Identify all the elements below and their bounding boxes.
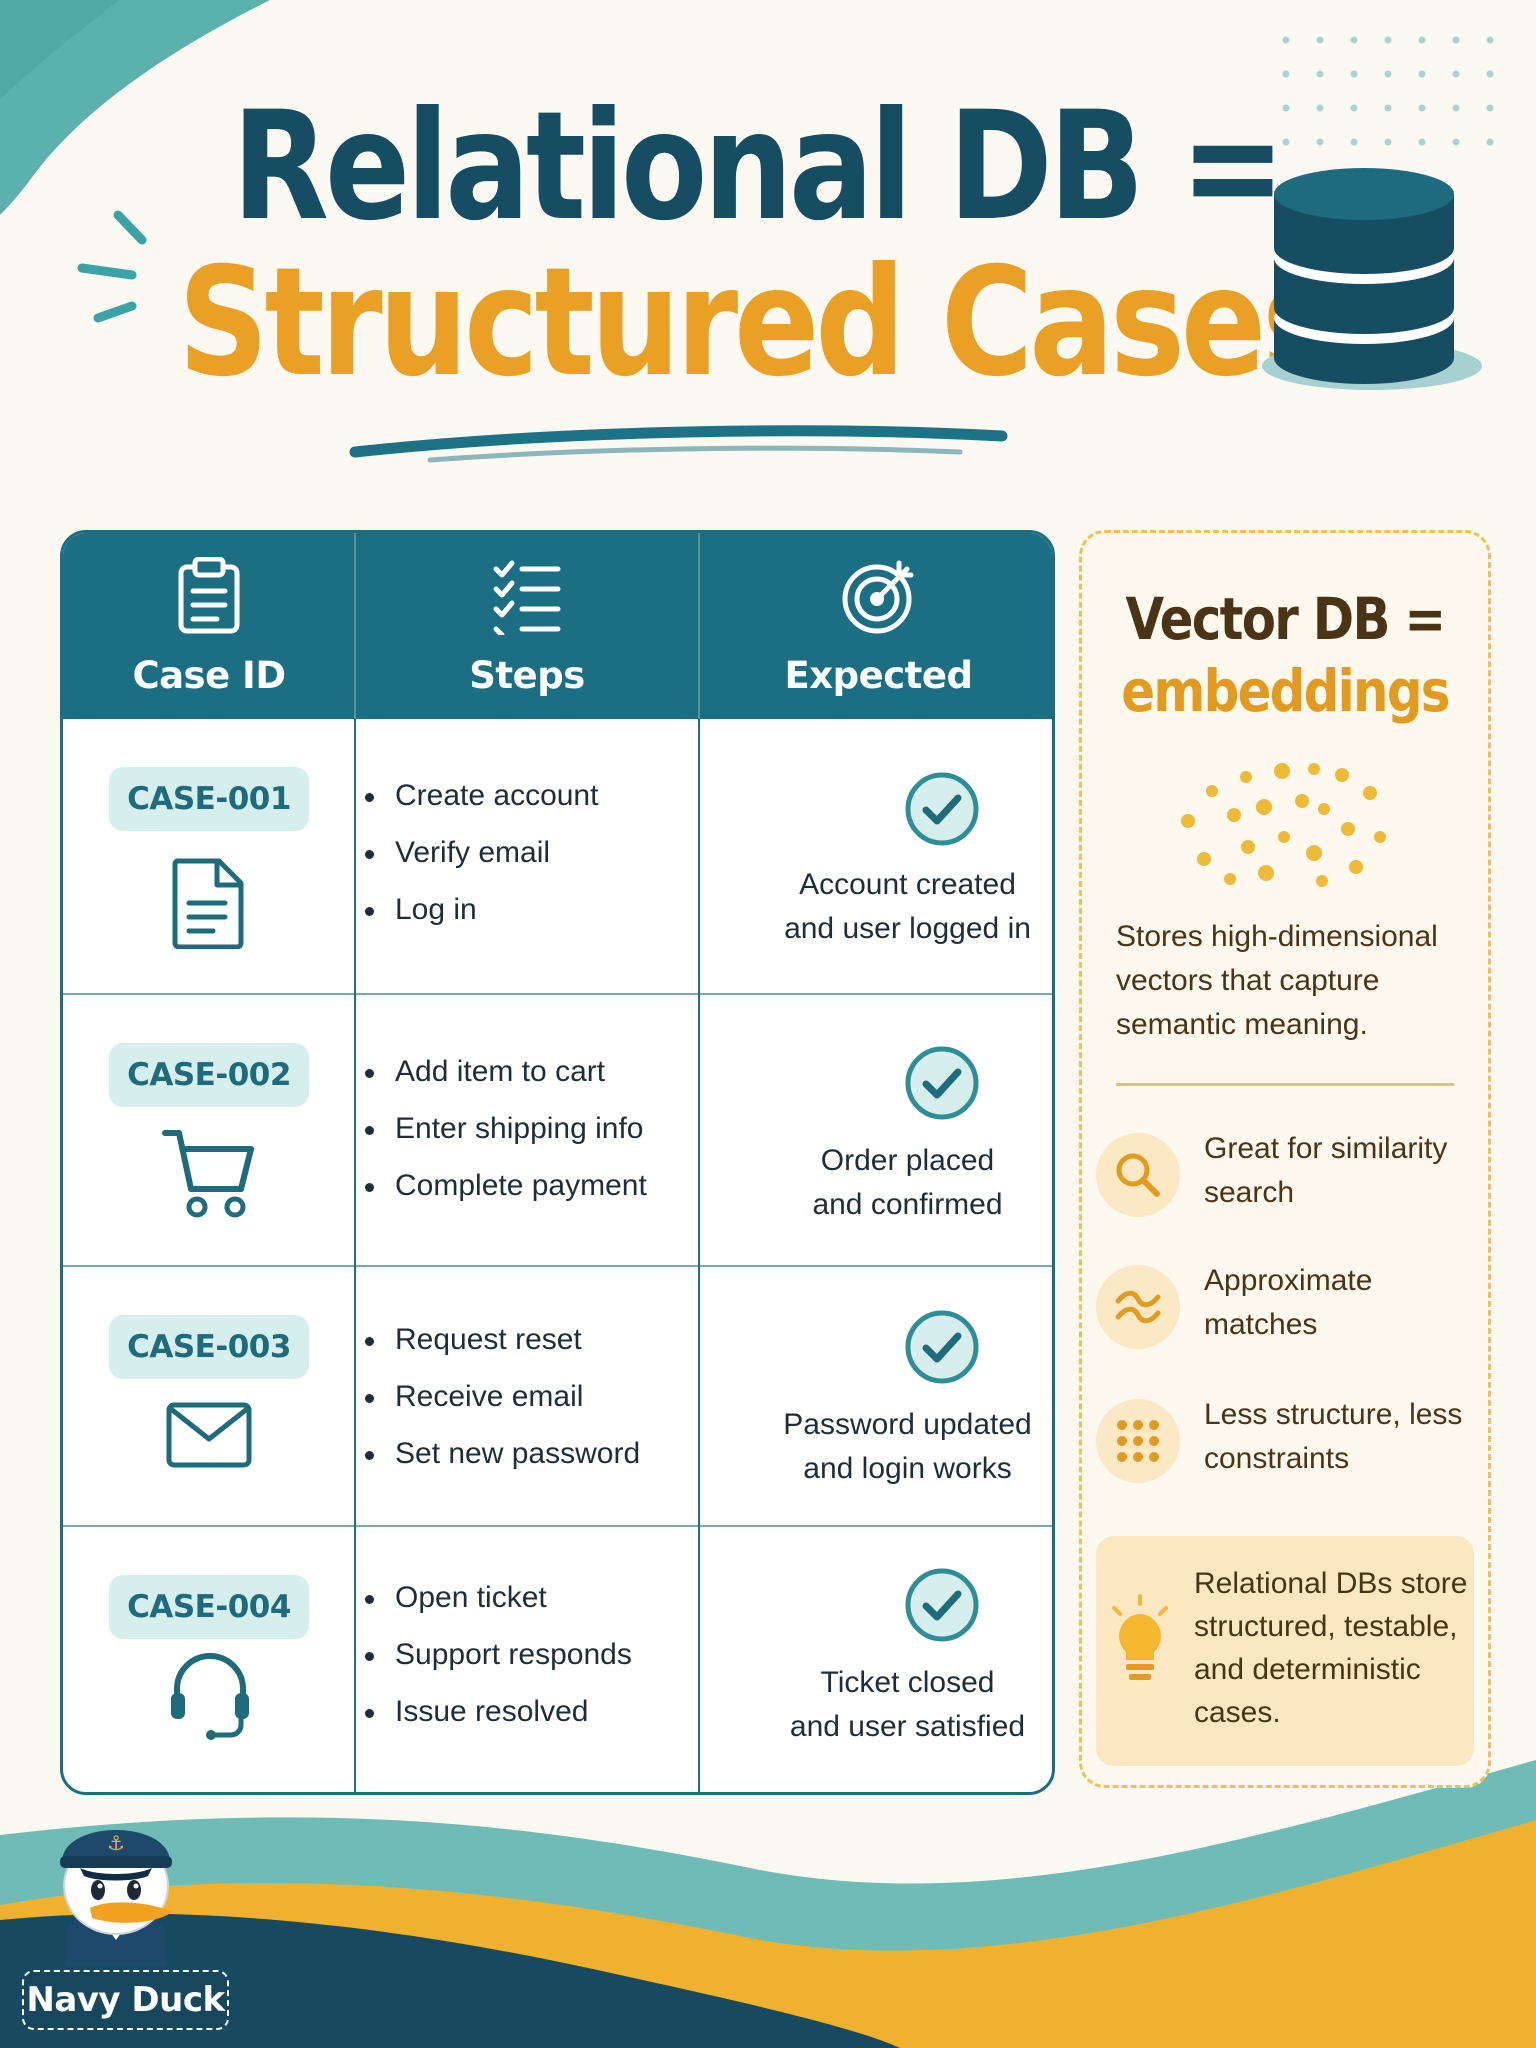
case-id-badge: CASE-004 xyxy=(109,1575,309,1639)
note-box: Relational DBs store structured, testabl… xyxy=(1096,1536,1474,1766)
magnifier-icon xyxy=(1096,1133,1180,1217)
step-item: Verify email xyxy=(363,838,743,868)
note-text: Relational DBs store structured, testabl… xyxy=(1194,1567,1468,1729)
vector-subtitle: embeddings xyxy=(1121,657,1450,725)
approx-icon xyxy=(1096,1265,1180,1349)
steps-list: Open ticket Support responds Issue resol… xyxy=(363,1583,743,1754)
clipboard-icon xyxy=(177,556,241,640)
dot-grid-icon xyxy=(1096,1399,1180,1483)
expected-result: Account created and user logged in xyxy=(784,868,1031,945)
step-item: Log in xyxy=(363,895,743,925)
step-item: Support responds xyxy=(363,1640,743,1670)
case-id-badge: CASE-003 xyxy=(109,1315,309,1379)
check-icon xyxy=(904,1309,980,1390)
envelope-icon xyxy=(165,1401,253,1474)
feature-item: Less structure, less constraints xyxy=(1096,1393,1486,1483)
step-item: Complete payment xyxy=(363,1171,743,1201)
expected-result: Ticket closed and user satisfied xyxy=(789,1666,1026,1743)
header-label: Case ID xyxy=(132,654,286,697)
step-item: Enter shipping info xyxy=(363,1114,743,1144)
steps-list: Request reset Receive email Set new pass… xyxy=(363,1325,743,1496)
feature-text: Great for similarity search xyxy=(1204,1132,1448,1209)
title-line-2: Structured Cases xyxy=(178,236,1337,410)
target-icon xyxy=(841,559,917,640)
table-row: CASE-002 Add item to cart Enter shipping… xyxy=(63,993,1052,1265)
step-item: Request reset xyxy=(363,1325,743,1355)
feature-text: Approximate matches xyxy=(1204,1264,1373,1341)
step-item: Issue resolved xyxy=(363,1697,743,1727)
mascot-label: Navy Duck xyxy=(22,1970,229,2030)
table-row: CASE-004 Open ticket Support responds Is… xyxy=(63,1525,1052,1792)
test-cases-table: Case ID Steps xyxy=(60,530,1055,1795)
cart-icon xyxy=(161,1127,257,1224)
document-icon xyxy=(171,857,245,954)
step-item: Add item to cart xyxy=(363,1057,743,1087)
table-row: CASE-003 Request reset Receive email Set… xyxy=(63,1265,1052,1525)
feature-item: Great for similarity search xyxy=(1096,1127,1486,1217)
header-label: Steps xyxy=(469,654,585,697)
expected-result: Order placed and confirmed xyxy=(812,1144,1003,1221)
database-icon xyxy=(1262,168,1482,390)
headset-icon xyxy=(167,1649,253,1746)
check-icon xyxy=(904,1045,980,1126)
table-header: Case ID Steps xyxy=(63,533,1052,719)
steps-list: Add item to cart Enter shipping info Com… xyxy=(363,1057,743,1228)
case-id-badge: CASE-001 xyxy=(109,767,309,831)
vector-db-panel: Vector DB = embeddings Stores high-dimen… xyxy=(1079,530,1491,1788)
embedding-dots-icon xyxy=(1181,763,1386,887)
header-expected: Expected xyxy=(699,533,1052,719)
vector-description: Stores high-dimensional vectors that cap… xyxy=(1116,920,1438,1041)
step-item: Receive email xyxy=(363,1382,743,1412)
header-case-id: Case ID xyxy=(63,533,355,719)
svg-text:⚓: ⚓ xyxy=(107,1831,125,1855)
expected-result: Password updated and login works xyxy=(783,1408,1032,1485)
lightbulb-icon xyxy=(1112,1594,1168,1680)
title-line-1: Relational DB = xyxy=(232,80,1286,254)
feature-text: Less structure, less constraints xyxy=(1204,1398,1463,1475)
checklist-icon xyxy=(492,559,562,640)
feature-item: Approximate matches xyxy=(1096,1259,1486,1349)
divider xyxy=(1116,1083,1454,1086)
step-item: Open ticket xyxy=(363,1583,743,1613)
check-icon xyxy=(904,1567,980,1648)
check-icon xyxy=(904,771,980,852)
steps-list: Create account Verify email Log in xyxy=(363,781,743,952)
vector-title: Vector DB = xyxy=(1125,585,1446,653)
table-row: CASE-001 Create account Verify email Log… xyxy=(63,719,1052,993)
step-item: Create account xyxy=(363,781,743,811)
case-id-badge: CASE-002 xyxy=(109,1043,309,1107)
step-item: Set new password xyxy=(363,1439,743,1469)
header-steps: Steps xyxy=(355,533,699,719)
navy-duck-mascot: ⚓ xyxy=(60,1830,172,1966)
header-label: Expected xyxy=(784,654,973,697)
